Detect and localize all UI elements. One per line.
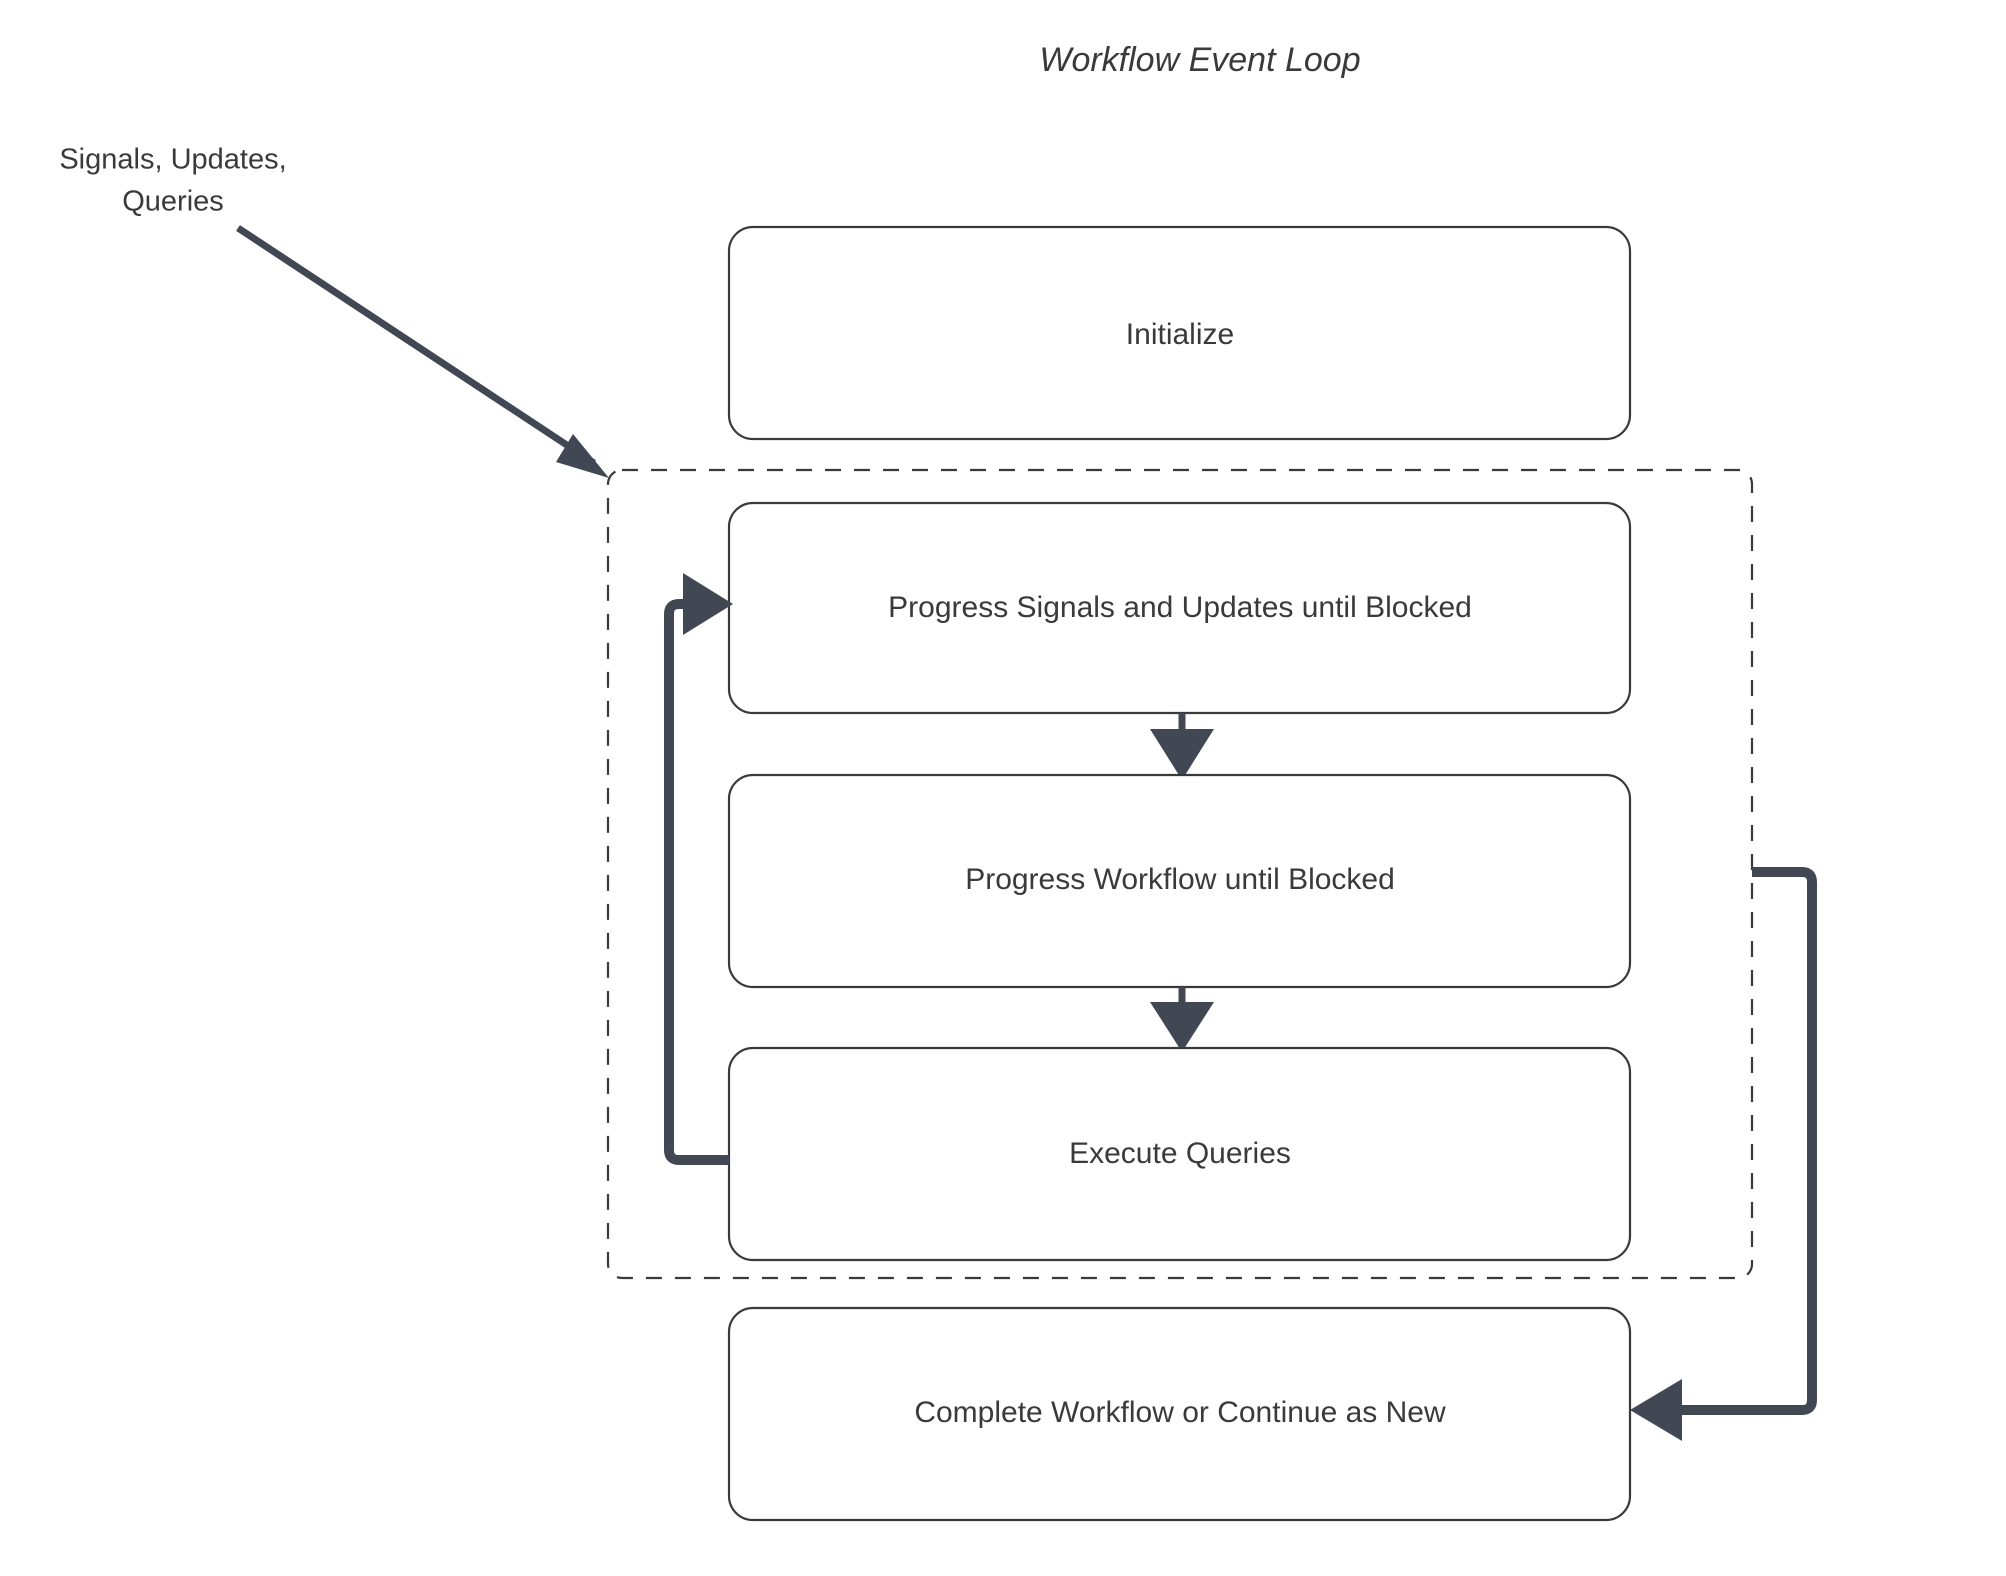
signals-input-arrow-head xyxy=(556,434,609,478)
edge-loopback-arrow-head xyxy=(683,573,733,635)
node-execute-queries[interactable] xyxy=(727,1046,1632,1262)
edge-exit-path xyxy=(1680,867,1817,1415)
edge-loopback-path xyxy=(664,599,729,1165)
edge-workflow-to-queries-arrow-head xyxy=(1150,1002,1214,1052)
node-complete-workflow-label: Complete Workflow or Continue as New xyxy=(914,1396,1446,1429)
node-initialize-label: Initialize xyxy=(1126,318,1234,351)
diagram-title: Workflow Event Loop xyxy=(1039,41,1360,79)
edge-signals-to-workflow-arrow-head xyxy=(1150,729,1214,780)
node-initialize[interactable] xyxy=(727,225,1632,441)
node-complete-workflow[interactable] xyxy=(727,1306,1632,1522)
edge-exit-arrow-head xyxy=(1630,1379,1682,1441)
event-loop-group-box xyxy=(606,468,1754,1280)
node-progress-workflow-label: Progress Workflow until Blocked xyxy=(965,863,1395,896)
signals-input-arrow-line xyxy=(236,225,596,466)
node-execute-queries-label: Execute Queries xyxy=(1069,1137,1291,1170)
node-progress-signals-label: Progress Signals and Updates until Block… xyxy=(888,591,1472,624)
signals-updates-queries-label-line2: Queries xyxy=(122,186,224,218)
signals-updates-queries-label-line1: Signals, Updates, xyxy=(59,144,286,176)
